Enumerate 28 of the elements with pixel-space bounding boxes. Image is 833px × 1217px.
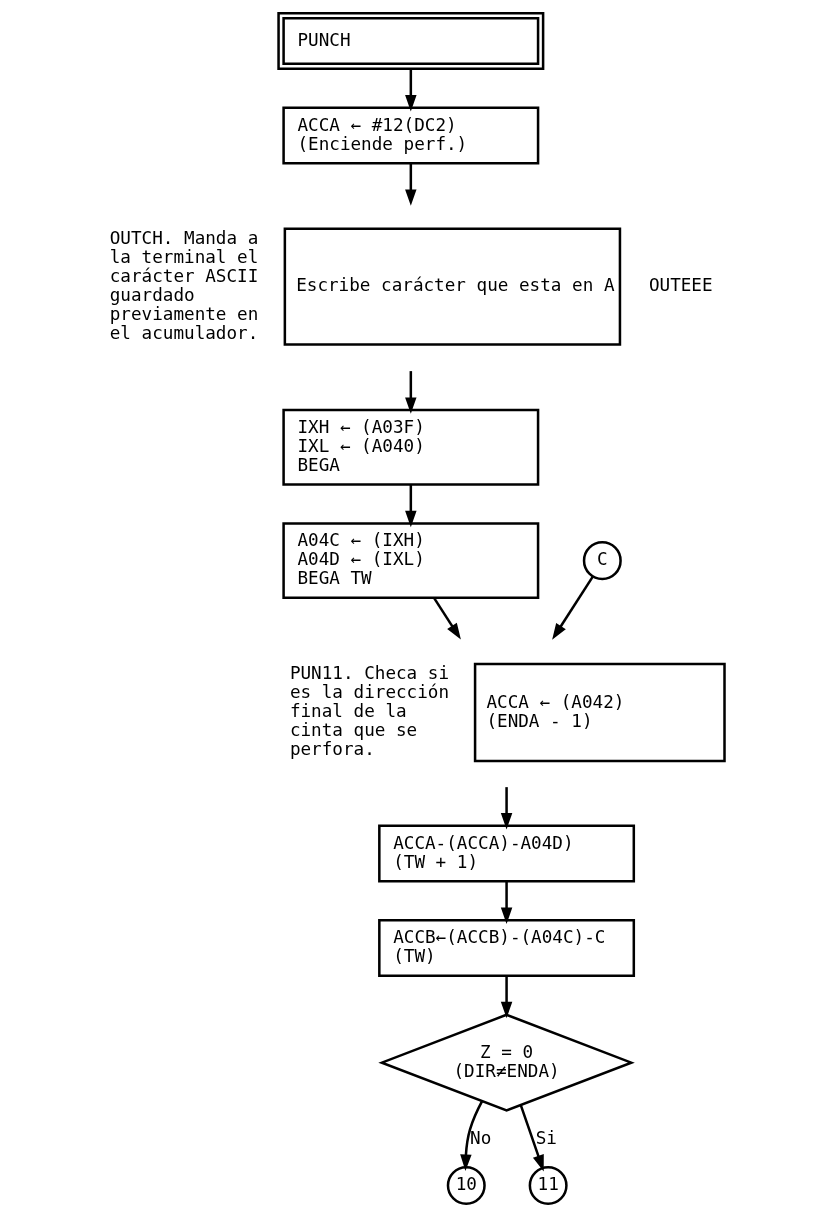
arrow xyxy=(432,597,461,640)
node-box: ACCB←(ACCB)-(A04C)-C (TW) xyxy=(378,919,636,977)
node-box: A04C ← (IXH) A04D ← (IXL) BEGA TW xyxy=(282,522,540,600)
node-box: ACCA ← #12(DC2) (Enciende perf.) xyxy=(282,106,540,165)
edge-label: Si xyxy=(535,1127,557,1148)
node-box: ACCA ← (A042) (ENDA - 1) xyxy=(473,662,726,763)
node-circle: C xyxy=(582,541,622,581)
node-diamond: Z = 0 (DIR≠ENDA) xyxy=(378,1013,635,1112)
arrow xyxy=(405,163,417,206)
node-label: OUTCH. Manda a la terminal el carácter ASCII guardado previamente en el acumulador. xyxy=(109,228,259,343)
node-circle: 11 xyxy=(528,1165,568,1205)
arrow xyxy=(405,371,417,414)
arrow xyxy=(519,1104,544,1172)
node-box: PUNCH xyxy=(277,12,545,70)
node-label: OUTEEE xyxy=(648,275,713,296)
arrow xyxy=(500,787,513,830)
node-circle: 10 xyxy=(446,1165,486,1205)
arrow xyxy=(552,576,594,640)
node-box: Escribe carácter que esta en A xyxy=(283,227,622,346)
arrow xyxy=(405,68,417,112)
arrow xyxy=(500,881,513,924)
node-box: IXH ← (A03F) IXL ← (A040) BEGA xyxy=(282,408,540,486)
arrow xyxy=(460,1100,484,1171)
edge-label: No xyxy=(470,1127,492,1148)
node-label: PUN11. Checa si es la dirección final de la cinta que se perfora. xyxy=(289,663,450,759)
node-box: ACCA-(ACCA)-A04D) (TW + 1) xyxy=(378,824,636,883)
arrow xyxy=(405,484,417,528)
arrow xyxy=(500,975,513,1019)
